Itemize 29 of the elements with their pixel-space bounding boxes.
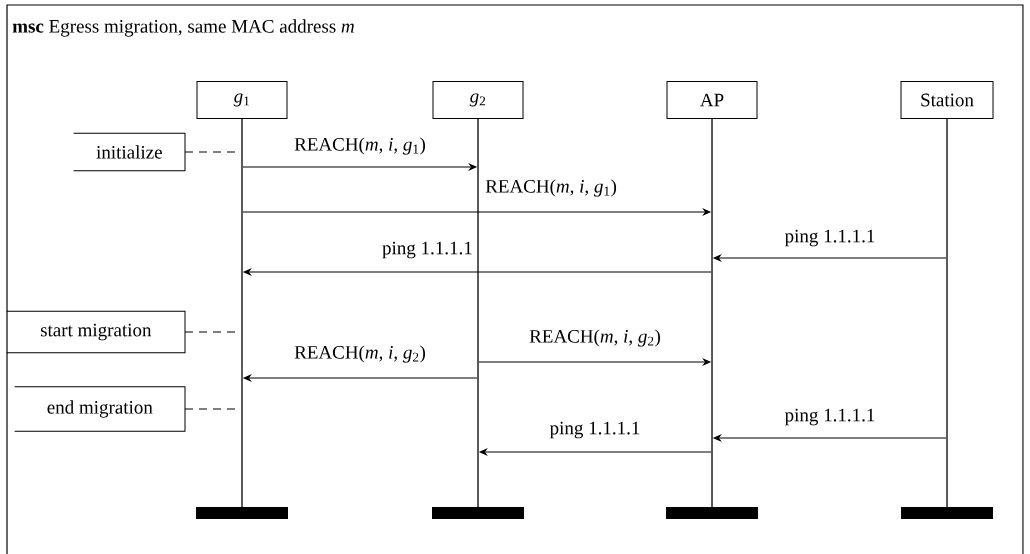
end-bar xyxy=(666,507,758,519)
end-bar xyxy=(432,507,524,519)
message-arrow xyxy=(478,358,711,366)
instance-box: Station xyxy=(900,81,994,119)
condition-box: start migration xyxy=(6,310,186,354)
condition-box: end migration xyxy=(14,386,186,432)
message-arrow xyxy=(243,374,478,382)
title: msc Egress migration, same MAC address m xyxy=(12,19,354,37)
message-arrow xyxy=(479,448,712,456)
edge-label: ping 1.1.1.1 xyxy=(783,228,877,248)
message-arrow xyxy=(242,208,711,216)
edge-label: ping 1.1.1.1 xyxy=(783,407,877,427)
message-arrow xyxy=(242,163,477,171)
edge-label: REACH(m, i, g$_{1}$) xyxy=(484,178,618,198)
edge-label: ping 1.1.1.1 xyxy=(381,240,474,260)
instance-box: g$_{1}$ xyxy=(196,81,288,119)
edge-label: REACH(m, i, g$_{2}$) xyxy=(293,344,427,364)
message-arrow xyxy=(713,254,947,262)
edge-label: REACH(m, i, g$_{2}$) xyxy=(528,328,662,348)
message-arrow xyxy=(243,268,712,276)
edge-label: ping 1.1.1.1 xyxy=(548,420,642,440)
end-bar xyxy=(901,507,993,519)
instance-box: g$_{2}$ xyxy=(432,81,524,119)
lifeline xyxy=(946,118,948,507)
message-arrow xyxy=(713,434,947,442)
end-bar xyxy=(196,507,288,519)
edge-label: REACH(m, i, g$_{1}$) xyxy=(293,136,427,156)
condition-box: initialize xyxy=(73,132,186,172)
instance-box: AP xyxy=(666,81,758,119)
